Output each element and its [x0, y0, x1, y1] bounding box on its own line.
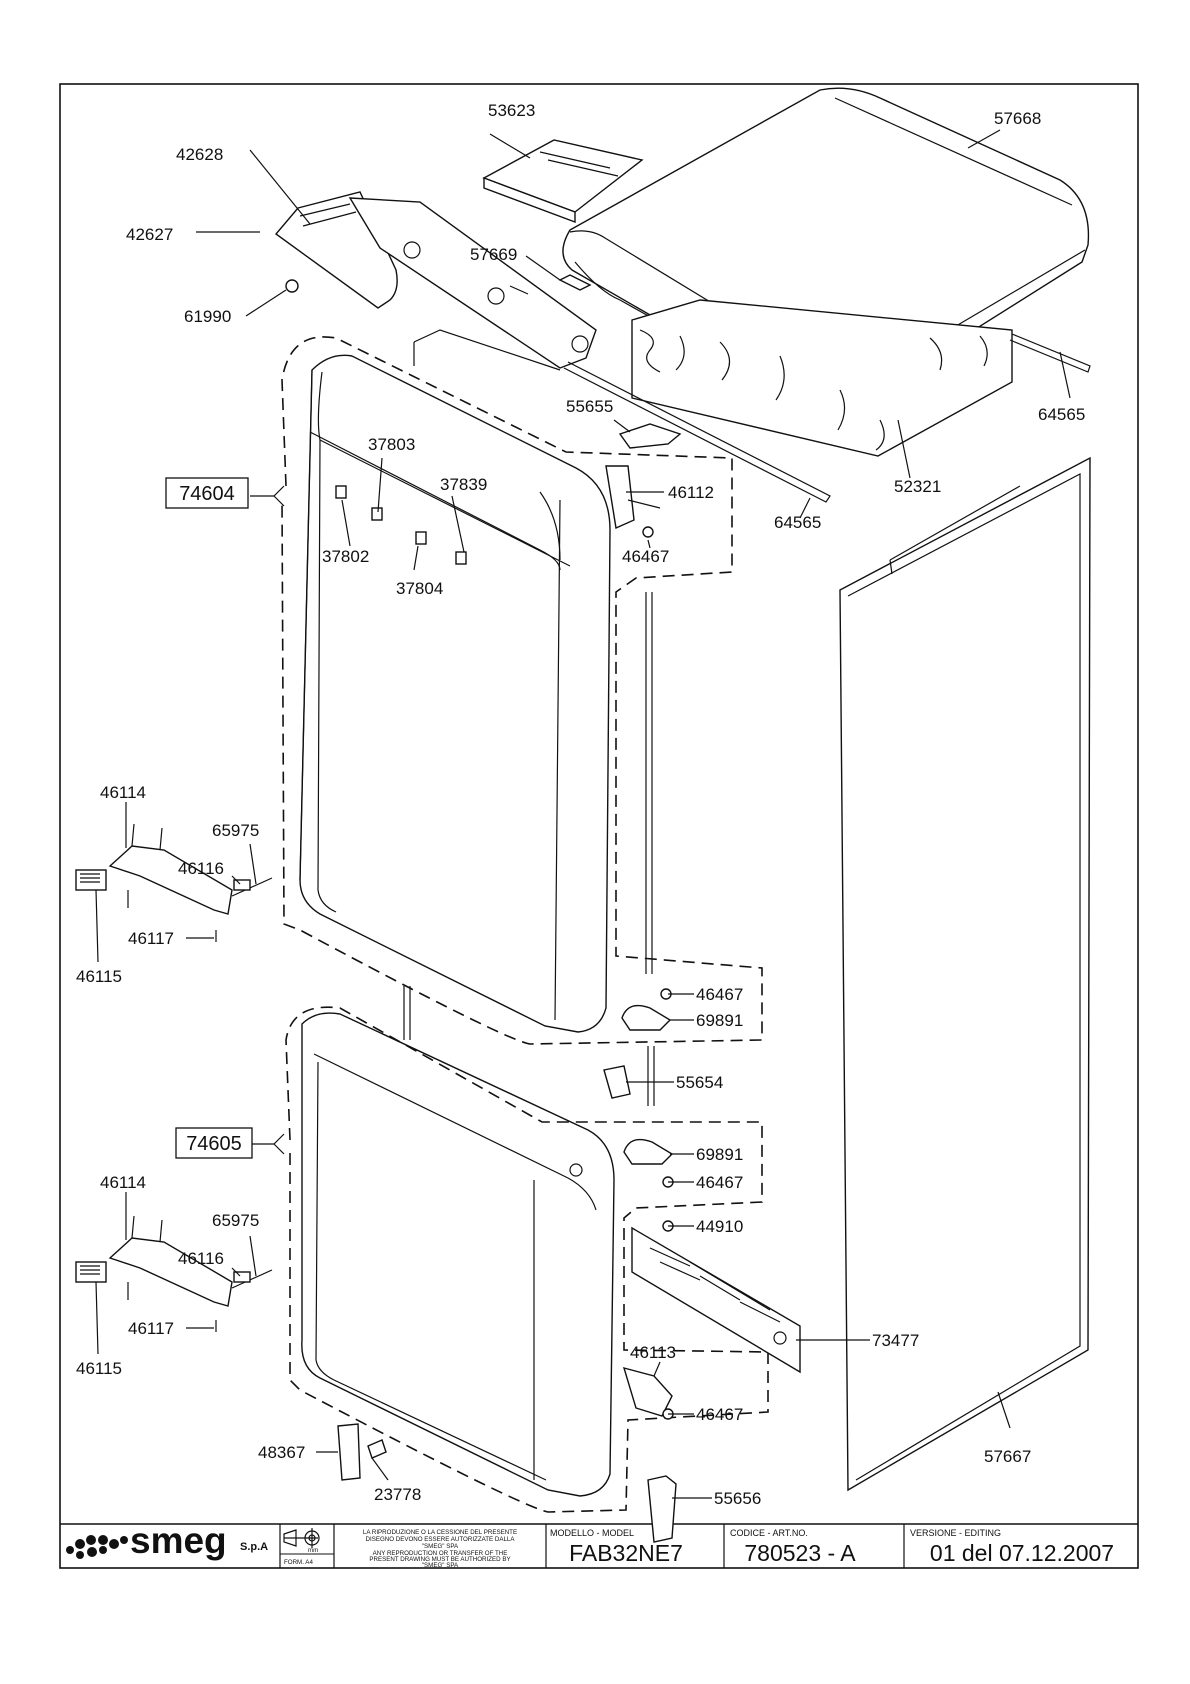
- code-value: 780523 - A: [744, 1540, 856, 1566]
- projection-unit: mm: [308, 1547, 318, 1554]
- model-value: FAB32NE7: [569, 1540, 683, 1566]
- company-suffix: S.p.A: [240, 1541, 268, 1553]
- part-label: 64565: [774, 513, 821, 532]
- part-label: 37804: [396, 579, 443, 598]
- strip-64565-lower: [563, 361, 831, 503]
- part-label: 42628: [176, 145, 223, 164]
- hinge-46112: [605, 465, 661, 530]
- part-label: 37802: [322, 547, 369, 566]
- notice-it-3: "SMEG" SPA: [422, 1543, 459, 1550]
- hinge-55655: [618, 423, 682, 449]
- part-label: 73477: [872, 1331, 919, 1350]
- bracket-48367: [337, 1423, 361, 1481]
- notice-it-2: DISEGNO DEVONO ESSERE AUTORIZZATE DALLA: [366, 1536, 516, 1543]
- part-label: 44910: [696, 1217, 743, 1236]
- screw-23778: [367, 1439, 387, 1459]
- part-label: 52321: [894, 477, 941, 496]
- strip-64565-lower-edge: [509, 285, 529, 295]
- notice-en-2: PRESENT DRAWING MUST BE AUTHORIZED BY: [369, 1556, 510, 1563]
- assembly-74604-label: 74604: [179, 483, 235, 505]
- screw-61990: [285, 279, 299, 293]
- part-label: 46467: [696, 985, 743, 1004]
- handle-upper: [75, 823, 273, 942]
- hinge-69891-b: [623, 1138, 674, 1165]
- top-bracket-assembly: [274, 191, 597, 371]
- part-label: 69891: [696, 1011, 743, 1030]
- part-label: 61990: [184, 307, 231, 326]
- part-label: 23778: [374, 1485, 421, 1504]
- part-label: 46112: [668, 483, 714, 502]
- control-panel-insert: [482, 139, 644, 224]
- part-label: 55655: [566, 397, 613, 416]
- part-label: 37803: [368, 435, 415, 454]
- part-label: 46117: [128, 929, 174, 948]
- part-label: 53623: [488, 101, 535, 120]
- strip-64565-upper: [1009, 333, 1091, 373]
- part-label: 55654: [676, 1073, 723, 1092]
- part-label: 57669: [470, 245, 517, 264]
- part-label: 57667: [984, 1447, 1031, 1466]
- part-label: 57668: [994, 109, 1041, 128]
- notice-en-1: ANY REPRODUCTION OR TRANSFER OF THE: [373, 1550, 508, 1557]
- assembly-74605-box: [175, 1127, 253, 1159]
- part-label: 46114: [100, 1173, 146, 1192]
- part-label: 46113: [630, 1343, 676, 1362]
- vertical-rod-upper: [645, 592, 653, 974]
- bracket-55656: [647, 1475, 677, 1543]
- part-label: 65975: [212, 1211, 259, 1230]
- side-panel: [839, 456, 1091, 1492]
- projection-symbol-icon: [283, 1528, 320, 1548]
- part-label: 46467: [622, 547, 669, 566]
- hinge-46113: [622, 1367, 673, 1417]
- vertical-rod-lower: [647, 1046, 655, 1106]
- hinge-69891-a: [621, 1004, 672, 1031]
- part-label: 48367: [258, 1443, 305, 1462]
- code-label: CODICE - ART.NO.: [730, 1528, 808, 1538]
- part-label: 65975: [212, 821, 259, 840]
- vertical-rod-mid: [403, 986, 411, 1040]
- lower-door-panel: [301, 1012, 615, 1497]
- assembly-74605-label: 74605: [186, 1133, 242, 1155]
- handle-lower: [75, 1215, 273, 1332]
- insulation-block: [631, 299, 1013, 457]
- notice-it-1: LA RIPRODUZIONE O LA CESSIONE DEL PRESEN…: [363, 1529, 517, 1536]
- part-label: 69891: [696, 1145, 743, 1164]
- part-label: 46116: [178, 1249, 224, 1268]
- part-label: 55656: [714, 1489, 761, 1508]
- part-label: 42627: [126, 225, 173, 244]
- clip-57669: [558, 274, 592, 291]
- part-label: 46467: [696, 1173, 743, 1192]
- version-value: 01 del 07.12.2007: [930, 1540, 1114, 1566]
- part-label: 46467: [696, 1405, 743, 1424]
- part-label: 46116: [178, 859, 224, 878]
- leader-lines: [95, 129, 1071, 1499]
- upper-door-dashed-outline: [281, 336, 763, 1045]
- part-label: 46115: [76, 967, 122, 986]
- format-label: FORM. A4: [284, 1559, 313, 1566]
- lower-door-dashed-outline: [285, 1006, 769, 1513]
- washer-46467-a: [642, 526, 654, 538]
- version-label: VERSIONE - EDITING: [910, 1528, 1001, 1538]
- model-label: MODELLO - MODEL: [550, 1528, 634, 1538]
- part-label: 37839: [440, 475, 487, 494]
- part-label: 64565: [1038, 405, 1085, 424]
- drawing-frame: [59, 83, 1139, 1569]
- hinge-55654: [603, 1065, 631, 1099]
- notice-en-3: "SMEG" SPA: [422, 1562, 459, 1569]
- part-label: 46115: [76, 1359, 122, 1378]
- brand-logo-text: smeg: [130, 1520, 227, 1561]
- brand-logo-dots: [66, 1535, 128, 1559]
- title-block: smeg S.p.A mm FORM. A4 LA RIPRODUZIONE O…: [66, 1520, 1114, 1569]
- part-label: 46114: [100, 783, 146, 802]
- part-label: 46117: [128, 1319, 174, 1338]
- vent-grille: [631, 1226, 801, 1374]
- assembly-74604-box: [165, 477, 249, 509]
- upper-door-panel: [299, 354, 611, 1033]
